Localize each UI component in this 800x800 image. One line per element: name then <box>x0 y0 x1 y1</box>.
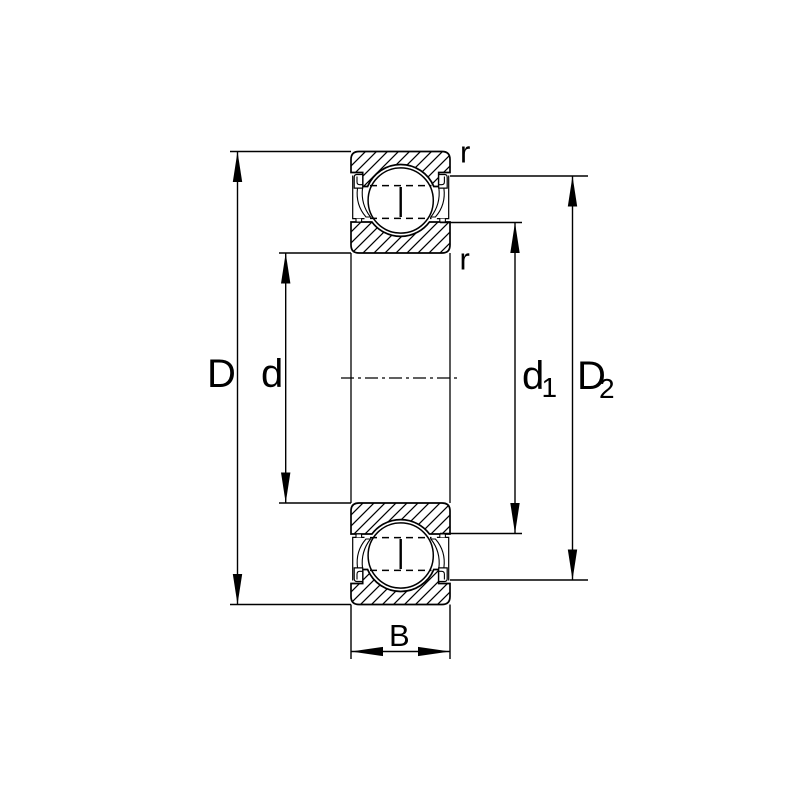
shield-right-bottom <box>429 533 450 583</box>
label-D: D <box>207 352 236 396</box>
shield-left-top <box>352 173 372 223</box>
label-D2-sub: 2 <box>599 373 615 404</box>
label-r-top: r <box>460 135 470 170</box>
bearing-top-section <box>350 150 451 254</box>
label-B: B <box>389 618 410 653</box>
inner-ring-top <box>350 221 451 254</box>
cage-bottom <box>370 536 432 572</box>
cage-top <box>370 184 432 220</box>
inner-ring-bottom <box>350 502 451 535</box>
label-d1-main: d <box>522 354 544 398</box>
bearing-bottom-section <box>350 502 451 606</box>
label-r-bottom: r <box>460 242 470 277</box>
ext-lines <box>230 150 588 659</box>
label-d1-sub: 1 <box>542 372 558 403</box>
label-D2-main: D <box>577 354 606 398</box>
dimension-lines <box>230 150 588 659</box>
shield-left-bottom <box>352 533 372 583</box>
dimension-arrows <box>232 151 578 657</box>
dimension-labels: D d d 1 D 2 B r r <box>207 135 615 654</box>
label-d: d <box>261 352 283 396</box>
shield-right-top <box>429 173 450 223</box>
